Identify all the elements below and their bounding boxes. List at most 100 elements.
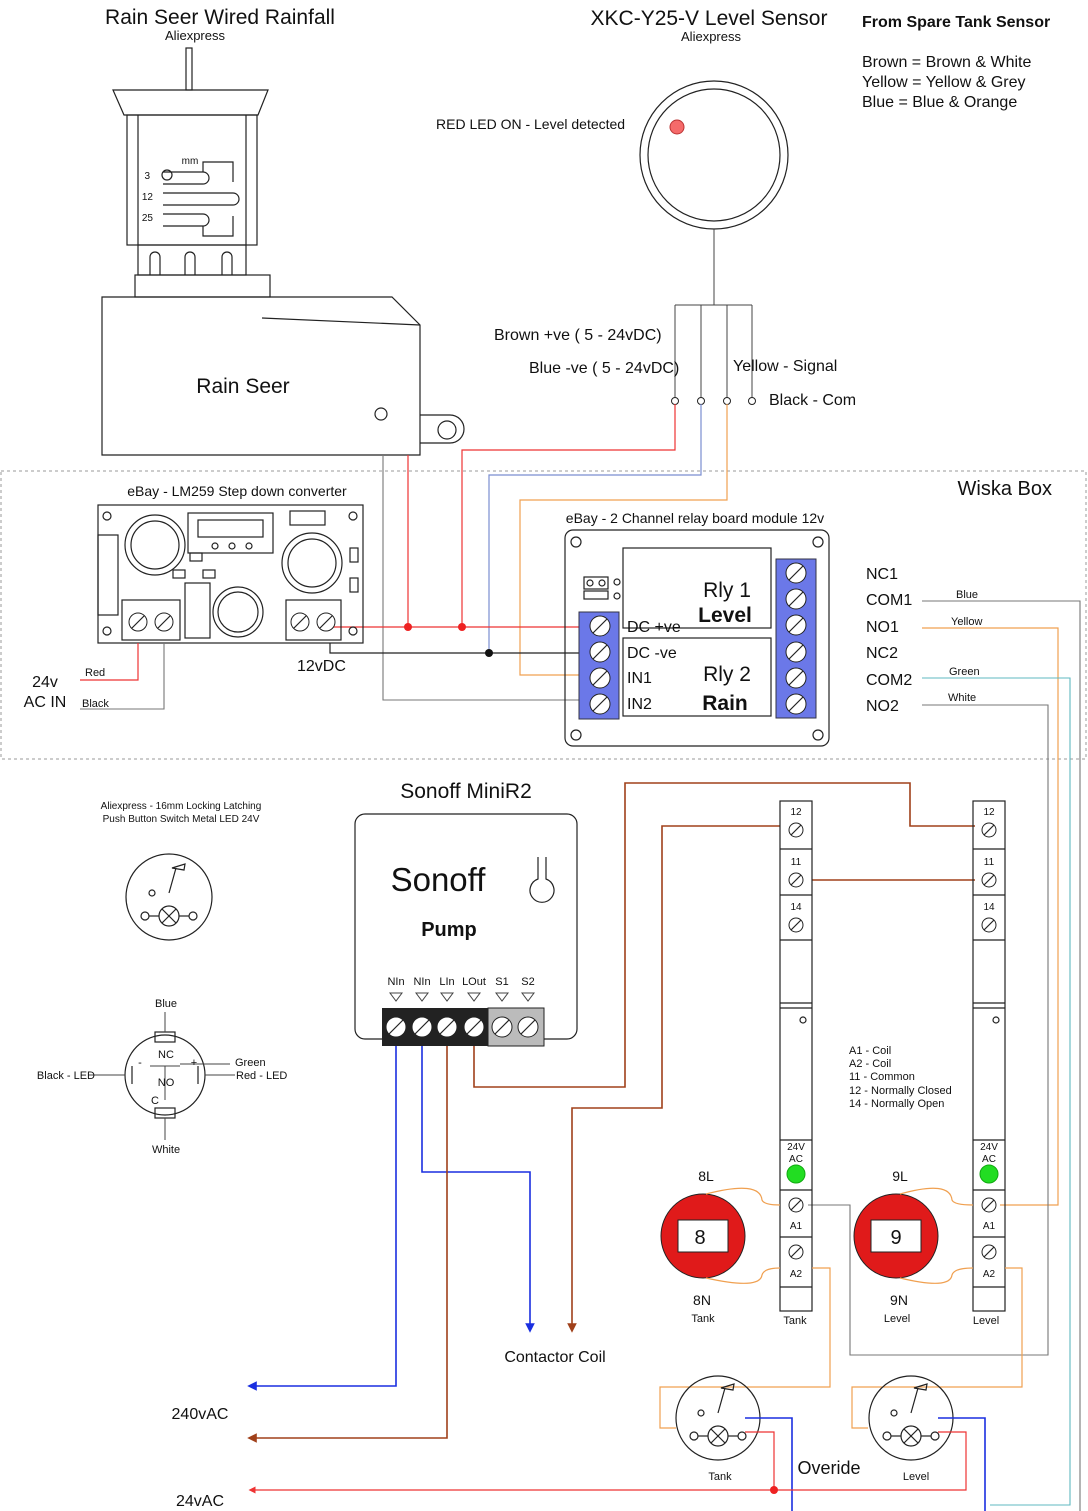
level-pin-12: 12 xyxy=(983,807,995,818)
step-down-converter: eBay - LM259 Step down converter xyxy=(97,483,364,644)
scale-3: 3 xyxy=(144,171,150,182)
rain-seer-source: Aliexpress xyxy=(165,28,225,43)
level-led-icon xyxy=(669,119,685,135)
indicator-8-sub: Tank xyxy=(691,1313,715,1325)
push-button-icon xyxy=(125,853,213,941)
sonoff-brand: Sonoff xyxy=(391,861,487,898)
din-tank-label: Tank xyxy=(783,1315,807,1327)
wire-no1 xyxy=(922,627,1059,1206)
spare-tank-notes: From Spare Tank Sensor Brown = Brown & W… xyxy=(862,14,1050,111)
wire-neutral-contactor xyxy=(421,1046,535,1333)
indicator-9-icon xyxy=(853,1193,939,1279)
junction-24vac xyxy=(770,1486,778,1494)
tank-coil-a2: A2 xyxy=(790,1269,803,1280)
dc-out-label: 12vDC xyxy=(297,658,346,675)
legend-14: 14 - Normally Open xyxy=(849,1098,944,1110)
tank-pin-11: 11 xyxy=(791,857,802,868)
wire-live-out xyxy=(473,782,975,1088)
indicator-9-sub: Level xyxy=(884,1313,910,1325)
wire-rain-black xyxy=(382,455,588,701)
junction-2 xyxy=(458,623,466,631)
legend-11: 11 - Common xyxy=(849,1071,915,1083)
relay-board: eBay - 2 Channel relay board module 12v xyxy=(564,510,830,747)
level-sensor-title: XKC-Y25-V Level Sensor xyxy=(591,7,828,30)
output-nc1: NC1 xyxy=(866,566,898,583)
pin-c-label: C xyxy=(151,1095,159,1107)
sonoff-terminal-3: LIn xyxy=(439,976,454,988)
legend-a1: A1 - Coil xyxy=(849,1045,891,1057)
switch-tank-label: Tank xyxy=(708,1471,732,1483)
legend-a2: A2 - Coil xyxy=(849,1058,891,1070)
tank-supply-1: 24V xyxy=(787,1142,805,1153)
wire-ac-black xyxy=(80,643,165,710)
wire-level-switch-led xyxy=(938,1417,986,1511)
rain-seer-group: Rain Seer Wired Rainfall Aliexpress mm 3… xyxy=(101,6,465,456)
relay2-name: Rly 2 xyxy=(703,663,751,686)
push-button-note-1: Aliexpress - 16mm Locking Latching xyxy=(101,801,262,812)
tank-supply-2: AC xyxy=(789,1154,803,1165)
output-com2: COM2 xyxy=(866,672,912,689)
no2-wire-label: White xyxy=(948,692,976,704)
output-nc2: NC2 xyxy=(866,645,898,662)
wire-com1 xyxy=(922,600,1081,1511)
scale-unit: mm xyxy=(182,156,199,167)
legend-12: 12 - Normally Closed xyxy=(849,1085,952,1097)
pin-top-label: Blue xyxy=(155,998,177,1010)
wire-brown-positive xyxy=(461,404,676,627)
push-button-note-2: Push Button Switch Metal LED 24V xyxy=(103,814,260,825)
wire-8l xyxy=(705,1187,781,1206)
junction-3 xyxy=(485,649,493,657)
wiska-box-label: Wiska Box xyxy=(958,478,1052,500)
level-coil-a1: A1 xyxy=(983,1221,996,1232)
pin-minus-label: - xyxy=(138,1057,142,1069)
wire-tank-switch-led xyxy=(745,1417,793,1511)
junction-1 xyxy=(404,623,412,631)
wire-ac-red xyxy=(80,643,139,681)
output-no1: NO1 xyxy=(866,619,899,636)
indicator-8-number: 8 xyxy=(694,1227,705,1249)
din-level-label: Level xyxy=(973,1315,999,1327)
input-dc-negative: DC -ve xyxy=(627,645,677,662)
wire-live-in xyxy=(247,1046,448,1443)
tank-pin-12: 12 xyxy=(790,807,802,818)
level-sensor-group: XKC-Y25-V Level Sensor Aliexpress RED LE… xyxy=(436,7,856,409)
spare-line-3: Blue = Blue & Orange xyxy=(862,94,1017,111)
wire-com2 xyxy=(922,677,1071,1506)
spare-line-1: Brown = Brown & White xyxy=(862,54,1032,71)
contactor-label: Contactor Coil xyxy=(504,1349,605,1366)
sonoff-title: Sonoff MiniR2 xyxy=(400,780,532,803)
wiska-box-frame xyxy=(0,470,1087,760)
pin-plus-label: + xyxy=(191,1057,197,1069)
indicator-9-top: 9L xyxy=(892,1168,908,1184)
wire-blue-negative xyxy=(488,404,702,653)
com2-wire-label: Green xyxy=(949,666,980,678)
rain-seer-body-label: Rain Seer xyxy=(196,375,289,398)
level-sensor-outer-ring xyxy=(639,80,789,230)
wire-9n xyxy=(899,1267,974,1284)
din-relay-level xyxy=(972,800,1006,1312)
level-led-note: RED LED ON - Level detected xyxy=(436,116,625,132)
input-dc-positive: DC +ve xyxy=(627,619,681,636)
wire-black-label: Black - Com xyxy=(769,392,856,409)
indicator-9-number: 9 xyxy=(890,1227,901,1249)
switch-level-label: Level xyxy=(903,1471,929,1483)
wire-brown-label: Brown +ve ( 5 - 24vDC) xyxy=(494,327,662,344)
sonoff-terminal-5: S1 xyxy=(495,976,508,988)
override-label: Overide xyxy=(797,1458,860,1478)
indicator-8-icon xyxy=(660,1193,746,1279)
spare-line-2: Yellow = Yellow & Grey xyxy=(862,74,1026,91)
sonoff-device xyxy=(354,813,578,1047)
wire-9l xyxy=(899,1187,974,1206)
wire-neutral-out xyxy=(247,1046,397,1391)
no1-wire-label: Yellow xyxy=(951,616,982,628)
sonoff-terminal-1: NIn xyxy=(387,976,404,988)
output-no2: NO2 xyxy=(866,698,899,715)
wire-tank-switch xyxy=(659,1267,831,1429)
sonoff-terminal-4: LOut xyxy=(462,976,486,988)
spare-tank-title: From Spare Tank Sensor xyxy=(862,14,1050,31)
level-coil-a2: A2 xyxy=(983,1269,996,1280)
relay1-name: Rly 1 xyxy=(703,579,751,602)
wire-dc-negative xyxy=(329,643,588,654)
relay-board-title: eBay - 2 Channel relay board module 12v xyxy=(566,510,824,526)
scale-12: 12 xyxy=(142,192,154,203)
